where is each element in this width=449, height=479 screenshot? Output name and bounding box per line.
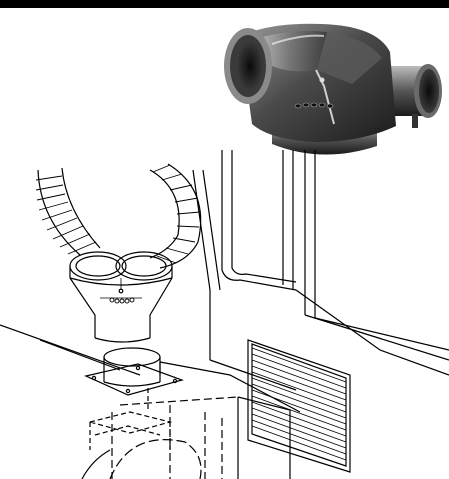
- flex-duct-left: [35, 167, 101, 256]
- wall-grille: [247, 339, 351, 473]
- distribution-box-photo: [212, 14, 449, 166]
- flex-duct-right: [149, 163, 202, 269]
- installation-line-drawing: [0, 150, 449, 479]
- top-rule: [0, 0, 449, 8]
